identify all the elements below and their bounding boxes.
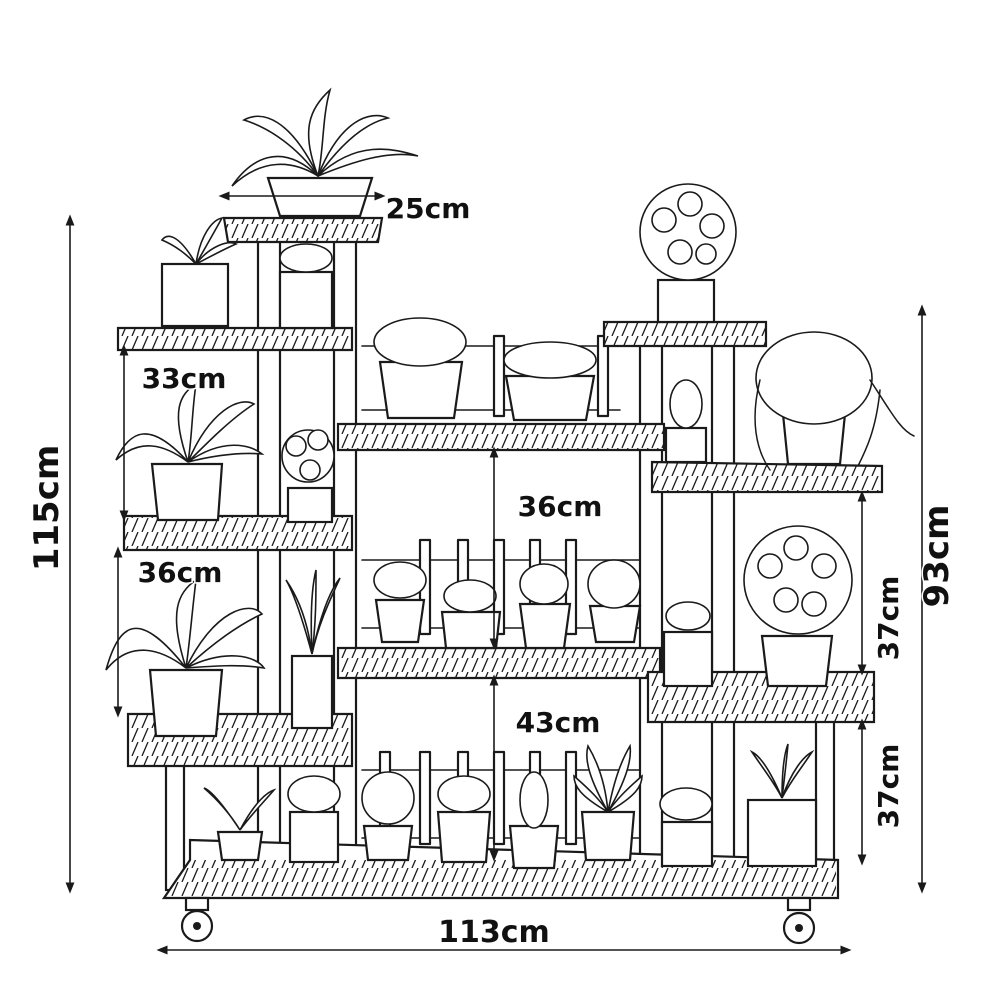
- potted-plant-right-top: [639, 183, 737, 324]
- potted-plant-tower-top: [278, 243, 334, 330]
- center-gap-lower-label: 43cm: [516, 706, 601, 739]
- right-shelf-1: [650, 460, 884, 494]
- left-gap-lower-label: 36cm: [138, 556, 223, 589]
- potted-plant-left-upper: [115, 382, 265, 522]
- potted-plant-bottom-tower: [287, 775, 341, 864]
- dimension-labels: 115cm 93cm 113cm 25cm 33cm 36cm 36cm 43c…: [26, 191, 959, 952]
- left-gap-upper-label: 33cm: [142, 362, 227, 395]
- total-width-label: 113cm: [438, 915, 550, 950]
- right-top-shelf: [602, 320, 768, 348]
- potted-plant-right-bottom: [746, 743, 818, 868]
- caster-wheel-left: [180, 896, 214, 943]
- side-height-label: 93cm: [917, 505, 957, 608]
- plants: [105, 87, 915, 870]
- basket-center-top-right: [503, 341, 597, 422]
- total-height-label: 115cm: [27, 445, 67, 572]
- potted-plant-right-tower-bottom: [659, 787, 714, 868]
- potted-cactus-right-tower: [664, 379, 708, 464]
- top-shelf-width-label: 25cm: [386, 192, 471, 225]
- potted-plant-bottom-left: [203, 787, 277, 862]
- center-bottom-pots: [361, 743, 643, 870]
- center-middle-pots: [373, 559, 642, 650]
- potted-plant-right-hanging: [754, 331, 915, 471]
- potted-plant-left-top: [160, 216, 238, 328]
- potted-plant-tower-lower: [285, 569, 341, 730]
- right-gap-lower-label: 37cm: [872, 744, 905, 829]
- center-gap-upper-label: 36cm: [518, 490, 603, 523]
- dimension-lines: [65, 191, 927, 955]
- right-post-inner: [638, 328, 664, 890]
- left-shelf-1: [116, 326, 354, 352]
- potted-plant-tower-middle: [281, 429, 335, 524]
- left-shelf-2: [122, 514, 354, 552]
- potted-plant-right-tower-middle: [662, 601, 714, 688]
- right-gap-upper-label: 37cm: [872, 576, 905, 661]
- potted-plant-right-middle: [743, 525, 853, 688]
- right-post-outer: [710, 328, 736, 890]
- potted-plant-left-lower: [105, 578, 266, 738]
- caster-wheel-right: [782, 896, 816, 945]
- basket-center-top-left: [373, 317, 467, 420]
